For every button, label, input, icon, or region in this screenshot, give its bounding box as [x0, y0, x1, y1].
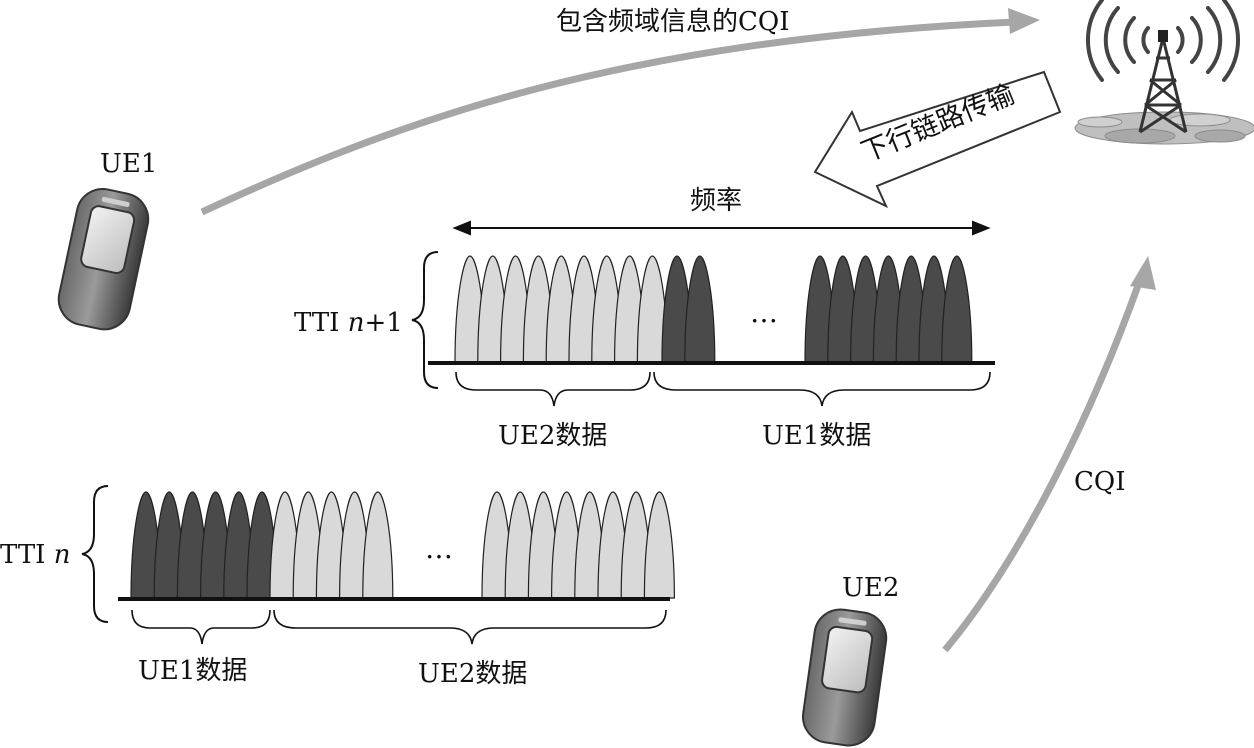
ue1-data-label-bottom: UE1数据: [138, 656, 247, 686]
tti-n-brace: [81, 485, 109, 623]
ellipsis-top: …: [750, 296, 778, 329]
cqi-ue2-label: CQI: [1074, 467, 1125, 497]
ue2-data-label-bottom: UE2数据: [418, 659, 527, 689]
subcarrier-peak-ue1: [941, 255, 973, 363]
tti-n-subcarrier-group: [130, 491, 676, 599]
subcarrier-peak-ue2: [643, 491, 676, 599]
ue2-data-brace-bottom: [273, 609, 667, 645]
ue2-data-label-top: UE2数据: [498, 421, 607, 451]
uplink-cqi-arrow-ue1: [200, 8, 1040, 216]
ue1-data-label-top: UE1数据: [762, 421, 871, 451]
tti-n-label: TTI n: [0, 540, 70, 570]
subcarrier-peak-ue2: [362, 491, 394, 599]
mobile-phone-icon: [57, 188, 150, 331]
tti-n1-label: TTI n+1: [294, 308, 403, 338]
ue1-data-brace-top: [653, 371, 991, 407]
downlink-arrow: [813, 70, 1062, 209]
tti-n1-subcarrier-group: [454, 255, 973, 363]
ue2-data-brace-top: [455, 371, 651, 407]
mobile-phone-icon: [801, 608, 888, 747]
ue2-label: UE2: [842, 573, 899, 603]
tti-n1-brace: [411, 251, 439, 389]
antenna-tower-icon: [1074, 0, 1254, 145]
uplink-cqi-arrow-ue2: [942, 256, 1156, 653]
subcarrier-peak-ue1: [684, 255, 716, 363]
frequency-axis-arrow: [452, 220, 991, 236]
frequency-label: 频率: [690, 186, 742, 216]
cqi-frequency-info-label: 包含频域信息的CQI: [556, 7, 789, 37]
ue1-data-brace-bottom: [131, 609, 271, 645]
ue1-label: UE1: [100, 149, 157, 179]
ellipsis-bottom: …: [425, 532, 453, 565]
